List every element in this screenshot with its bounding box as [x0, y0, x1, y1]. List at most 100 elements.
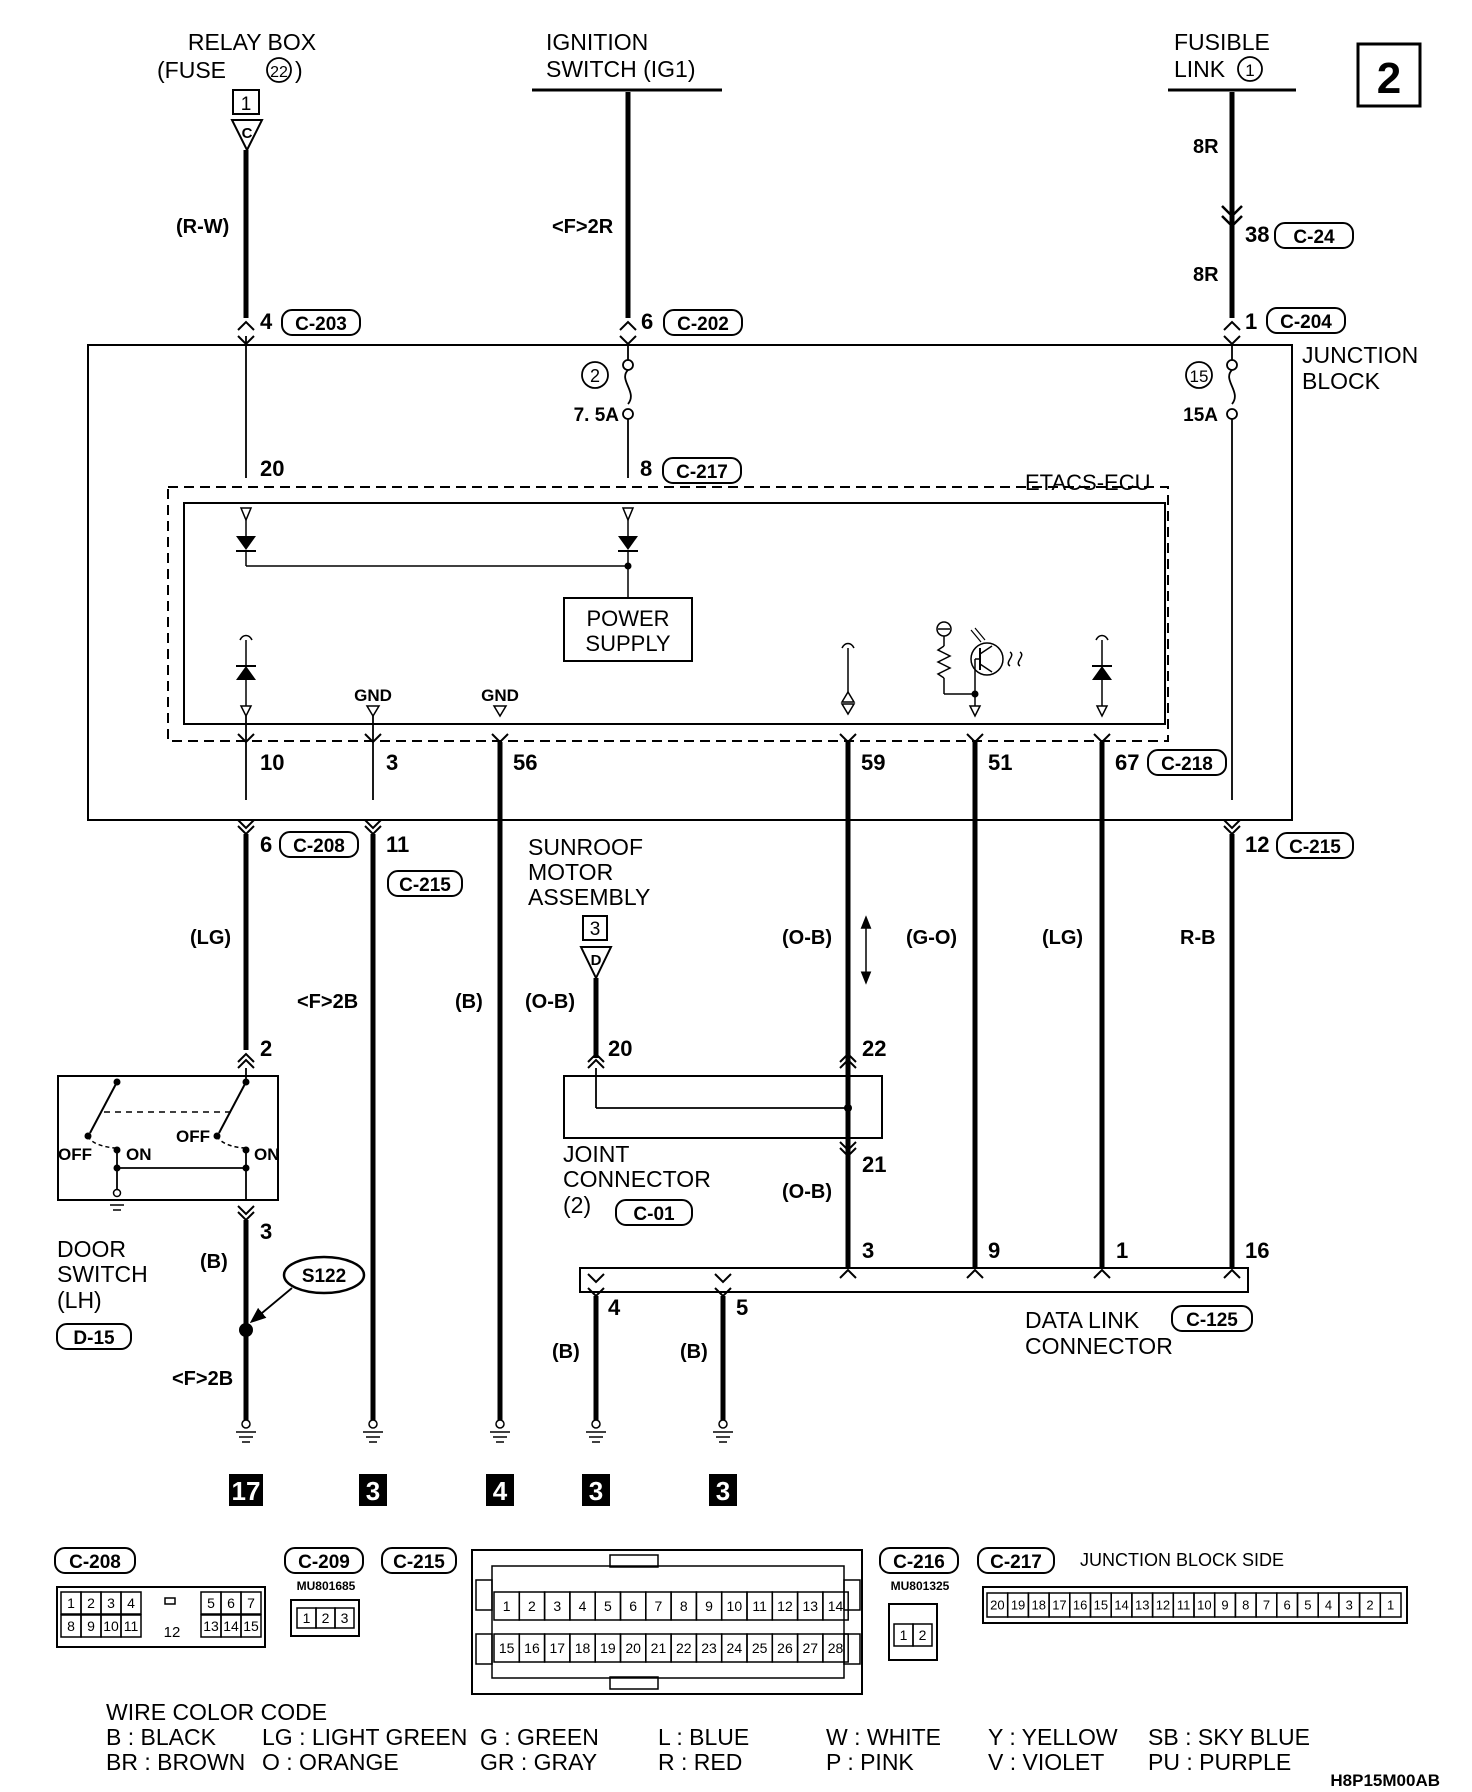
connector-pin-label: 13: [203, 1618, 219, 1634]
pin-59: 59: [861, 750, 885, 775]
connector-pin-label: 1: [303, 1610, 311, 1626]
junction-block-box: [87, 344, 1293, 821]
fuse-2-number: 2: [590, 366, 600, 386]
wire-color-code-entry: GR : GRAY: [480, 1749, 597, 1775]
transistor-symbol: [970, 642, 1004, 676]
pin-56: 56: [513, 750, 537, 775]
pin-20-jb: 20: [260, 456, 284, 481]
connector-pin-label: 9: [1221, 1598, 1228, 1613]
connector-pin-label: 11: [752, 1598, 767, 1614]
wire-color-code-entry: B : BLACK: [106, 1724, 217, 1750]
connector-pin-label: 14: [223, 1618, 239, 1634]
pin-2-ds: 2: [260, 1036, 272, 1061]
splice-label: S122: [302, 1266, 346, 1287]
connector-c215a-badge: [387, 870, 463, 897]
ds-off-2: OFF: [176, 1127, 210, 1146]
connector-pin-label: 8: [67, 1618, 75, 1634]
fuse-15-symbol: [1228, 369, 1236, 405]
fuse-15-number: 15: [1190, 367, 1209, 386]
wire-label-f2b-1: <F>2B: [297, 991, 358, 1013]
ds-off-1: OFF: [58, 1145, 92, 1164]
relay-box-label-line1: RELAY BOX: [188, 29, 316, 55]
c216-view-label: C-216: [893, 1552, 945, 1573]
fuse-2-symbol: [624, 369, 632, 405]
ground-ref: 3: [716, 1476, 730, 1506]
ecu-label: ETACS-ECU: [1025, 470, 1151, 495]
ecu-dashed-outline: [167, 486, 1169, 742]
connector-c217: C-217: [676, 462, 728, 483]
wire-color-code-entry: SB : SKY BLUE: [1148, 1724, 1310, 1750]
connector-pin-label: 3: [553, 1598, 561, 1614]
c208-view-badge: [54, 1547, 136, 1574]
pin-5-dlc: 5: [736, 1295, 748, 1320]
connector-pin-label: 9: [705, 1598, 713, 1614]
sunroof-label-2: MOTOR: [528, 859, 613, 885]
connector-c218: C-218: [1161, 754, 1213, 775]
door-switch: OFF ON OFF ON: [57, 1068, 280, 1211]
splice-point: [239, 1323, 253, 1337]
connector-pin-label: 3: [341, 1610, 349, 1626]
c216-view-body: [888, 1603, 938, 1661]
connector-pin-label: 12: [777, 1598, 793, 1614]
wire-label-b-dlc4: (B): [552, 1341, 580, 1363]
connector-pin-label: 7: [247, 1595, 255, 1611]
power-supply-label-2: SUPPLY: [585, 631, 671, 656]
connector-c24-badge: [1274, 222, 1354, 249]
joint-connector-label-3: (2): [563, 1192, 591, 1218]
connector-c215b-badge: [1276, 832, 1354, 859]
connector-pin-label: 2: [1366, 1598, 1373, 1613]
connector-c204-badge: [1266, 307, 1346, 334]
diode-1: [236, 536, 256, 550]
ds-on-2: ON: [254, 1145, 280, 1164]
joint-connector-box: [563, 1075, 883, 1139]
connector-c215a: C-215: [399, 875, 451, 896]
diode-3: [236, 666, 256, 680]
c216-view-badge: [879, 1547, 959, 1574]
connector-pin-label: 20: [990, 1598, 1004, 1613]
ground-ref-box: [709, 1474, 737, 1506]
c209-part-number: MU801685: [297, 1579, 356, 1593]
ecu-gnd-label-2: GND: [481, 686, 519, 705]
fuse-2-circle: [581, 361, 609, 389]
connector-pin-label: 19: [1011, 1598, 1025, 1613]
connector-pin-label: 22: [676, 1640, 692, 1656]
connector-pin-label: 1: [900, 1627, 908, 1643]
wire-color-code-entry: Y : YELLOW: [988, 1724, 1118, 1750]
c215-view-outer: [471, 1549, 863, 1695]
connector-pin-label: 8: [680, 1598, 688, 1614]
connector-pin-label: 21: [651, 1640, 667, 1656]
connector-pin-label: 2: [322, 1610, 330, 1626]
pin-3-dlc: 3: [862, 1238, 874, 1263]
wire-color-code-entry: W : WHITE: [826, 1724, 941, 1750]
connector-pin-label: 5: [207, 1595, 215, 1611]
connector-pin-label: 15: [499, 1640, 515, 1656]
connector-pin-label: 2: [87, 1595, 95, 1611]
power-supply-box: [563, 597, 693, 662]
connector-c217-badge: [662, 457, 742, 484]
pin-11-c215: 11: [386, 832, 409, 857]
pin-38: 38: [1245, 222, 1269, 247]
wire-label-8r-a: 8R: [1193, 136, 1219, 158]
c209-view-body: [290, 1599, 360, 1637]
wire-color-code-entry: P : PINK: [826, 1749, 914, 1775]
connector-pin-label: 18: [1032, 1598, 1046, 1613]
wire-color-code-entry: G : GREEN: [480, 1724, 599, 1750]
connector-pin-label: 16: [524, 1640, 540, 1656]
relay-box-source: RELAY BOX (FUSE 22 ) 1 C: [157, 29, 316, 153]
connector-pin-label: 17: [1052, 1598, 1066, 1613]
sunroof-ref-box: [582, 915, 608, 941]
c216-part-number: MU801325: [891, 1579, 950, 1593]
wire-label-lg-2: (LG): [1042, 927, 1083, 949]
connector-pin-label: 2: [919, 1627, 927, 1643]
fuse-number-circle: [266, 57, 292, 83]
connector-c202: C-202: [677, 314, 729, 335]
pin-20-jc: 20: [608, 1036, 632, 1061]
page-number-box: [1356, 42, 1422, 108]
wire-label-rb: R-B: [1180, 927, 1216, 949]
relay-box-label-fuse: (FUSE: [157, 57, 226, 83]
c208-view-body: [56, 1586, 266, 1648]
wire-label-f2b-2: <F>2B: [172, 1368, 233, 1390]
